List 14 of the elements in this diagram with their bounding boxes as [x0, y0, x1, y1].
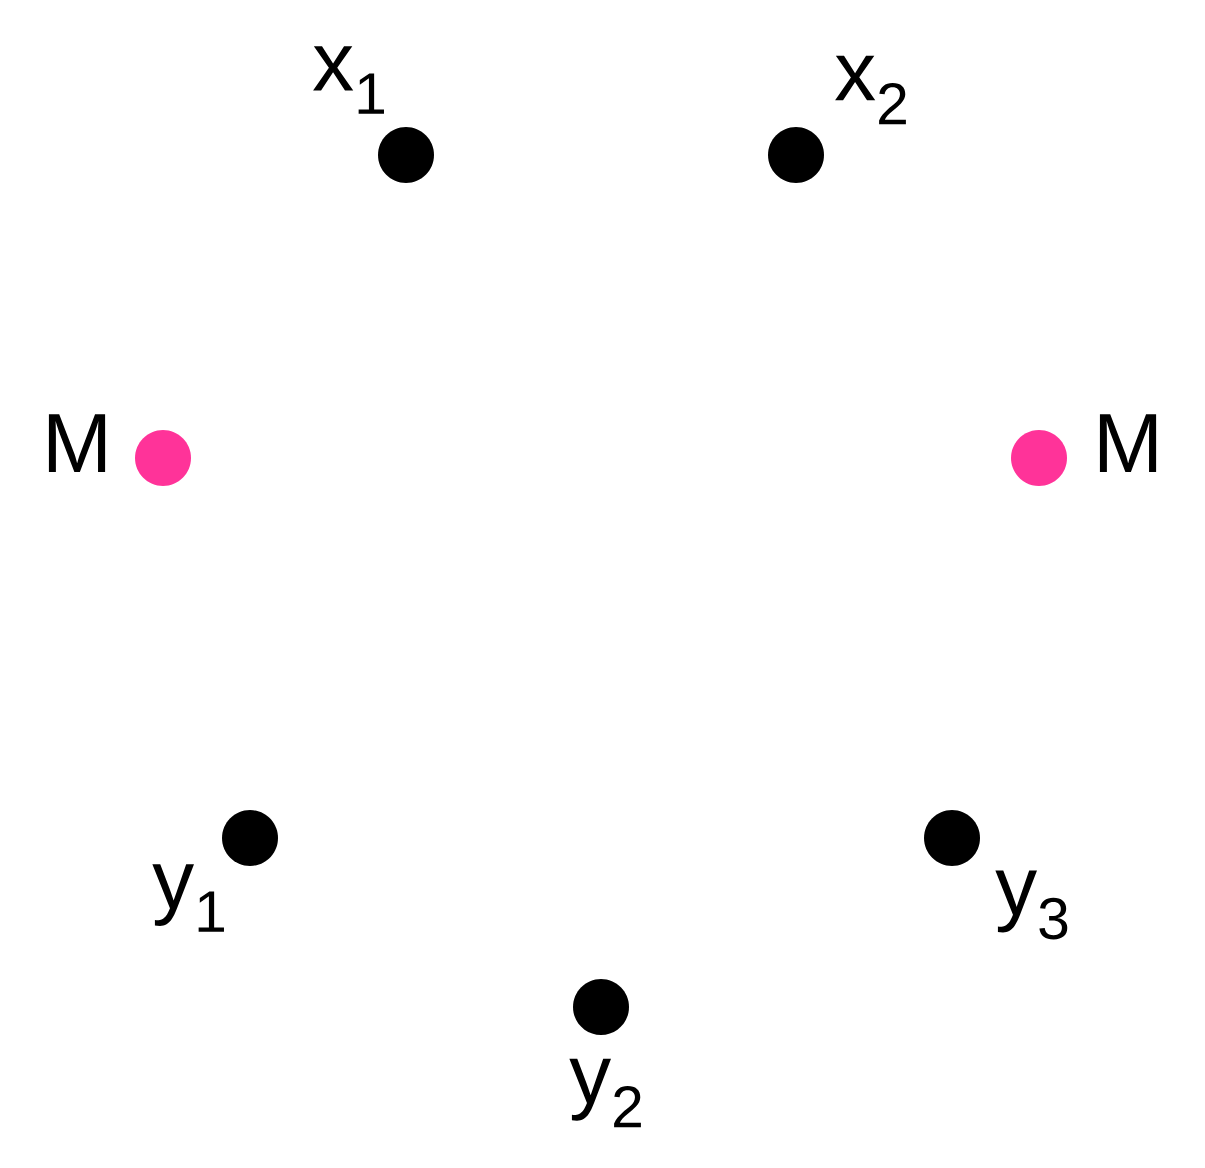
- dot: [378, 127, 434, 183]
- point-label: x$_{1}$: [313, 46, 384, 114]
- dot: [768, 127, 824, 183]
- point-label: M: [48, 414, 106, 472]
- point-label: x$_{2}$: [835, 55, 906, 125]
- dot: [573, 979, 629, 1035]
- point-label: y$_{3}$: [995, 870, 1068, 940]
- point-label: y$_{2}$: [569, 1058, 641, 1128]
- dot: [222, 810, 278, 866]
- dot: [135, 430, 191, 486]
- point-label: y$_{1}$: [152, 864, 224, 932]
- dot: [924, 810, 980, 866]
- point-label: M: [1099, 414, 1157, 472]
- dot: [1011, 430, 1067, 486]
